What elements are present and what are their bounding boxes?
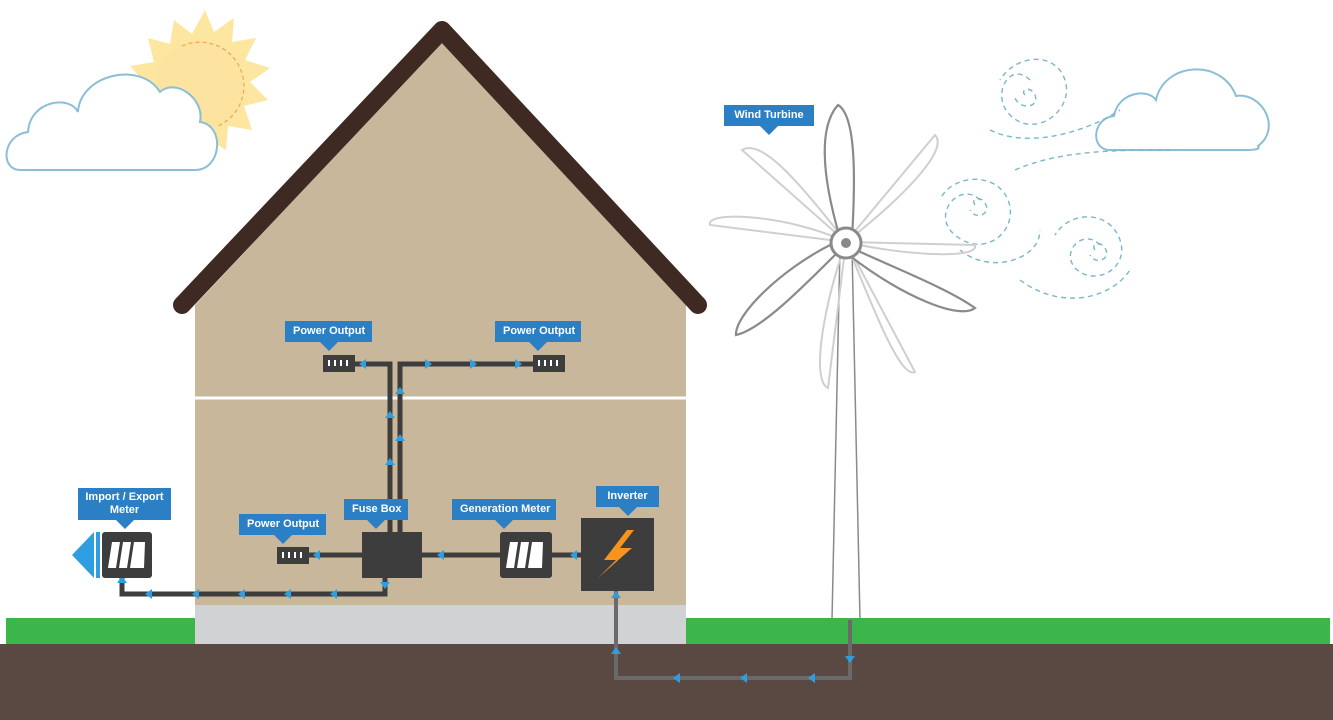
lightning-bolt-icon (598, 530, 634, 578)
flow-arrows (117, 359, 855, 683)
cloud-icon (1095, 68, 1270, 151)
power-socket-icon (323, 355, 355, 372)
import-export-meter-label-line2: Meter (109, 504, 140, 516)
power-output-label-lower: Power Output (239, 514, 326, 544)
export-arrow-icon (72, 532, 94, 578)
fuse-box-icon (362, 532, 422, 578)
power-output-label-left: Power Output (285, 321, 372, 351)
inverter-icon (581, 518, 654, 591)
house (173, 21, 707, 647)
import-export-meter-label: Import / Export Meter (78, 488, 171, 529)
generation-meter-label: Generation Meter (452, 499, 556, 529)
underground-cable (614, 590, 852, 680)
import-export-meter-label-line1: Import / Export (85, 491, 164, 503)
wind-turbine-icon (708, 103, 977, 621)
cloud-icon (5, 73, 218, 171)
power-output-label-right: Power Output (495, 321, 581, 351)
wiring (119, 361, 585, 597)
power-socket-icon (277, 547, 309, 564)
wind-swirl-icon (939, 58, 1171, 299)
ground (0, 618, 1333, 720)
fuse-box-label: Fuse Box (344, 499, 408, 529)
power-socket-icon (533, 355, 565, 372)
meter-icon (500, 532, 552, 578)
wind-turbine-label: Wind Turbine (724, 105, 814, 135)
inverter-label: Inverter (596, 486, 659, 516)
meter-icon (72, 532, 152, 578)
